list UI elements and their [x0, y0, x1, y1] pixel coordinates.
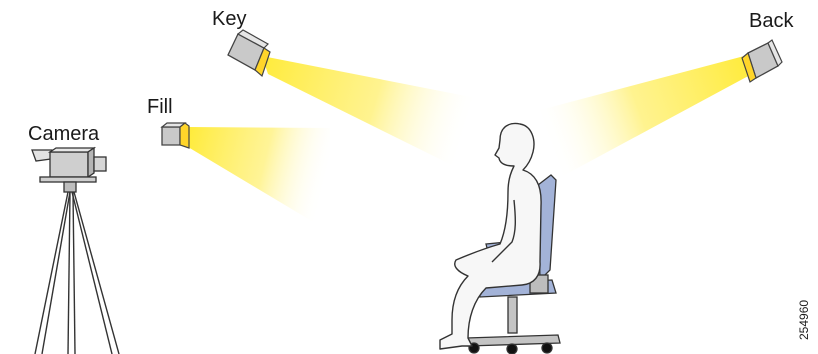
figure-id: 254960	[797, 300, 811, 340]
camera-label: Camera	[28, 124, 99, 144]
fill-light-label: Fill	[147, 97, 173, 117]
back-light-label: Back	[749, 11, 793, 31]
key-light-label: Key	[212, 9, 246, 29]
